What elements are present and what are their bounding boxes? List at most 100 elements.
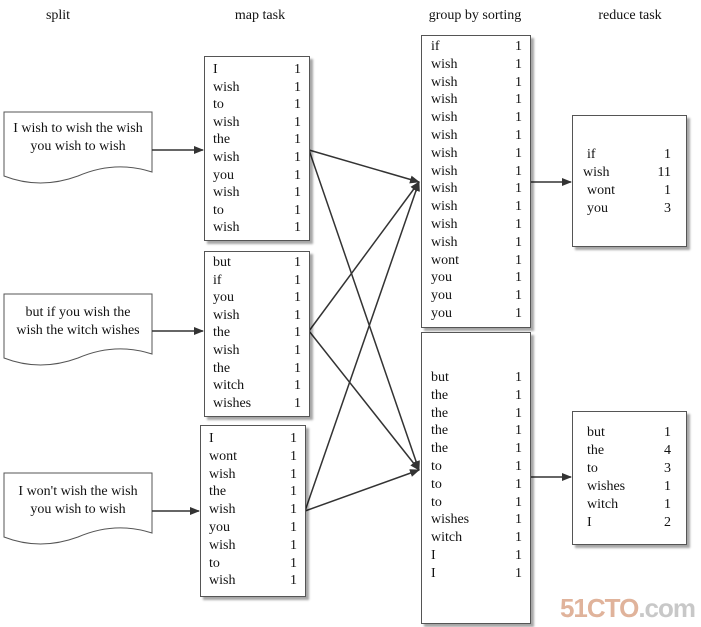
word-label: wish [213, 114, 240, 130]
count-value: 1 [294, 255, 301, 270]
count-value: 1 [664, 147, 671, 162]
word-label: to [431, 476, 442, 492]
count-value: 4 [664, 443, 671, 458]
count-value: 1 [515, 234, 522, 250]
count-value: 1 [664, 479, 671, 494]
word-label: wish [431, 217, 458, 232]
header-map-task: map task [234, 8, 286, 23]
count-value: 1 [294, 114, 301, 130]
split-line: I won't wish the wish [18, 484, 138, 499]
word-count-row: to 1 [422, 458, 530, 476]
count-value: 1 [515, 387, 522, 403]
count-value: 1 [290, 484, 297, 500]
split-line: you wish to wish [30, 502, 126, 517]
arrow-map3-group2 [304, 469, 420, 512]
count-value: 1 [515, 512, 522, 528]
split-document-1 [3, 111, 153, 184]
word-label: wish [213, 185, 240, 201]
word-count-row: wish 1 [205, 114, 309, 132]
word-label: to [213, 97, 224, 113]
count-value: 1 [290, 520, 297, 535]
word-label: witch [587, 497, 619, 512]
word-label: the [431, 405, 449, 421]
word-label: you [431, 288, 452, 304]
word-label: wishes [431, 512, 470, 528]
count-value: 1 [294, 307, 301, 323]
count-value: 1 [294, 343, 301, 358]
count-value: 1 [294, 360, 301, 376]
count-value: 1 [294, 378, 301, 394]
count-value: 1 [515, 92, 522, 108]
word-label: wish [213, 150, 240, 165]
split-line: wish the witch wishes [16, 323, 140, 338]
word-label: wish [431, 56, 458, 72]
count-value: 1 [290, 537, 297, 553]
count-value: 1 [294, 395, 301, 411]
word-label: wont [209, 448, 237, 464]
count-value: 1 [515, 476, 522, 492]
word-count-row: wont 1 [201, 448, 305, 466]
count-value: 1 [294, 62, 301, 77]
word-label: wish [431, 181, 458, 197]
word-label: but [587, 425, 605, 440]
word-label: wish [431, 128, 458, 143]
count-value: 1 [294, 290, 301, 306]
word-label: the [213, 360, 231, 376]
word-label: you [431, 306, 452, 321]
count-value: 1 [294, 79, 301, 95]
word-label: I [587, 515, 592, 530]
count-value: 1 [515, 181, 522, 197]
word-label: the [213, 325, 231, 341]
count-value: 1 [290, 448, 297, 464]
count-value: 1 [294, 167, 301, 183]
word-count-row: to 1 [422, 476, 530, 494]
word-count-row: wish 1 [205, 79, 309, 97]
count-value: 1 [515, 39, 522, 54]
count-value: 1 [515, 459, 522, 474]
count-value: 1 [294, 202, 301, 218]
count-value: 1 [515, 217, 522, 232]
arrow-map2-group2 [308, 330, 420, 471]
count-value: 3 [664, 201, 671, 216]
count-value: 1 [515, 548, 522, 563]
count-value: 1 [294, 220, 301, 236]
count-value: 11 [657, 165, 671, 180]
word-label: wishes [587, 479, 626, 494]
word-label: wish [213, 79, 240, 95]
word-label: I [213, 62, 218, 77]
word-label: wish [431, 199, 458, 215]
count-value: 1 [294, 150, 301, 165]
count-value: 2 [664, 515, 671, 530]
split-line: I wish to wish the wish [13, 121, 143, 136]
count-value: 1 [664, 183, 671, 198]
word-label: I [431, 548, 436, 563]
count-value: 1 [515, 74, 522, 90]
word-label: wish [431, 74, 458, 90]
count-value: 1 [515, 270, 522, 286]
count-value: 1 [515, 565, 522, 581]
word-label: to [431, 459, 442, 474]
count-value: 1 [664, 425, 671, 440]
